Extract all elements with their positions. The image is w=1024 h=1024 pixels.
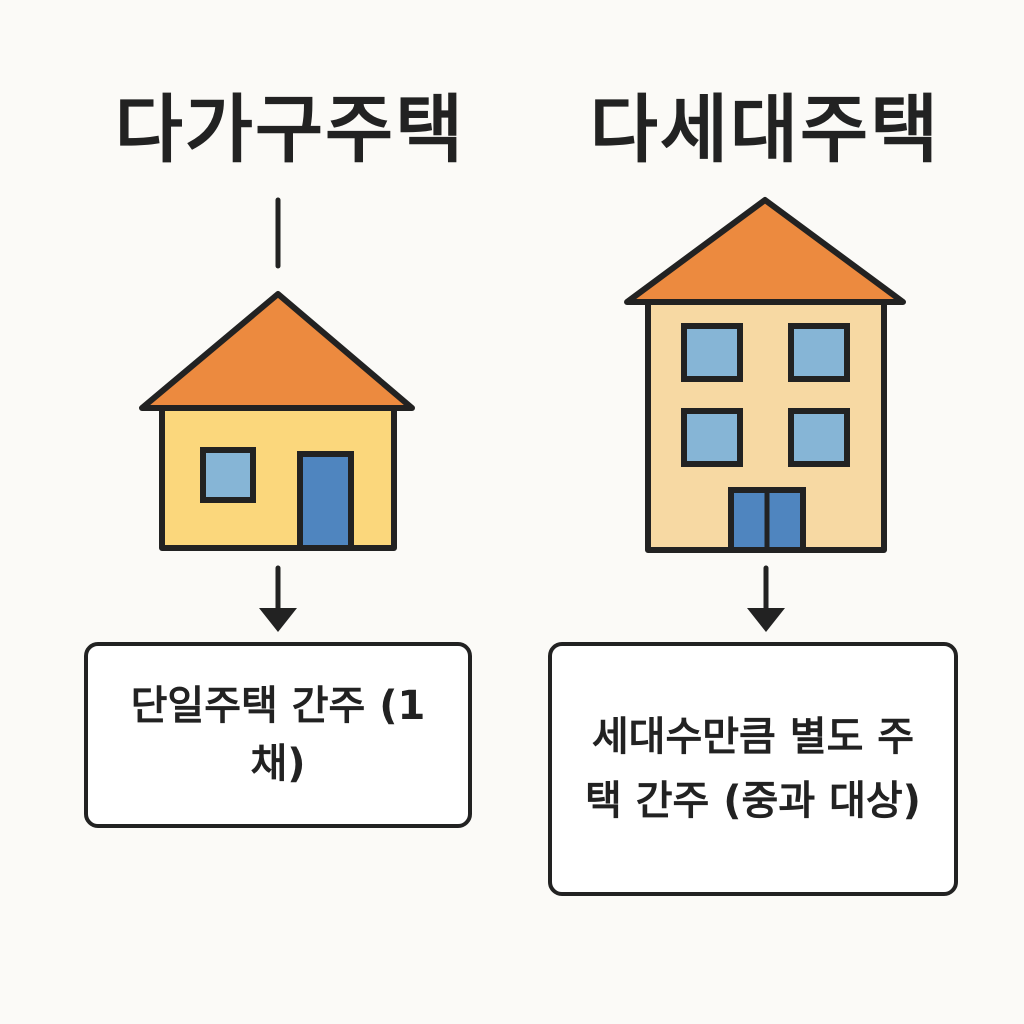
building-window-top-right: [788, 323, 850, 382]
house-wall: [159, 403, 397, 551]
left-result-box: 단일주택 간주 (1채): [84, 642, 472, 828]
single-house-icon: [139, 291, 415, 551]
building-window-top-left: [681, 323, 743, 382]
house-door: [297, 451, 354, 551]
left-arrow-icon: [259, 565, 297, 632]
right-title: 다세대주택: [589, 87, 941, 173]
right-result-text: 세대수만큼 별도 주택 간주 (중과 대상): [585, 714, 921, 824]
building-window-bottom-left: [681, 408, 743, 467]
left-title: 다가구주택: [114, 87, 466, 173]
building-roof: [624, 197, 906, 305]
house-roof: [139, 291, 415, 411]
building-window-bottom-right: [788, 408, 850, 467]
left-result-text: 단일주택 간주 (1채): [130, 683, 426, 787]
right-result-box: 세대수만큼 별도 주택 간주 (중과 대상): [548, 642, 958, 896]
multi-unit-building-icon: [624, 197, 906, 553]
house-window: [200, 447, 256, 503]
right-arrow-icon: [747, 565, 785, 632]
